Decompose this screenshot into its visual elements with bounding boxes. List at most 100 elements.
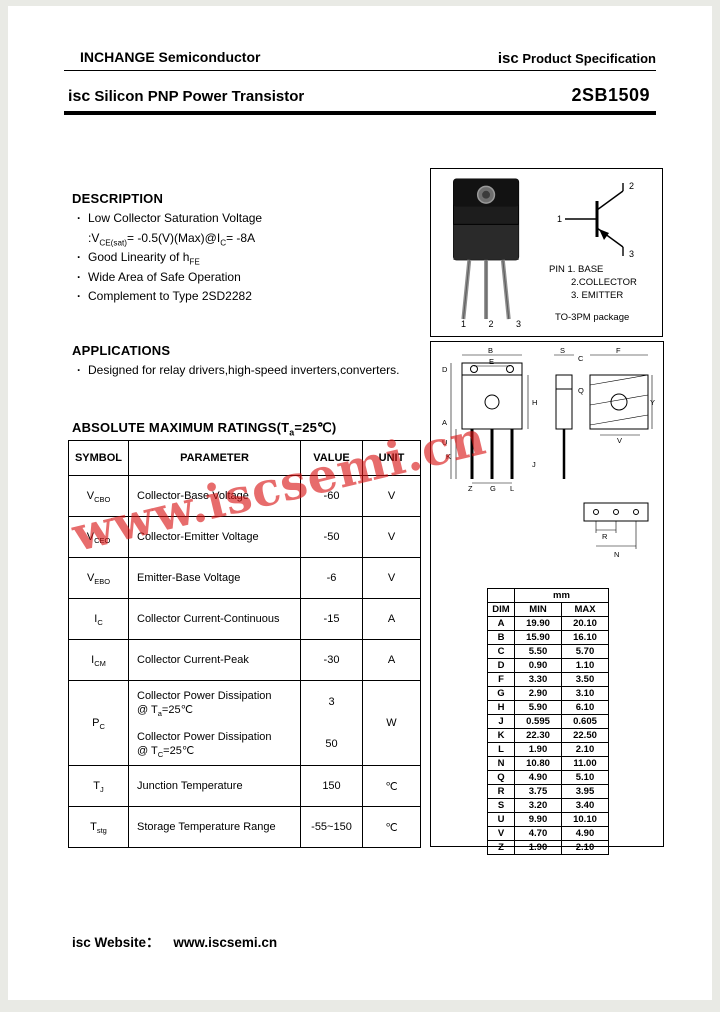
dim-value: 3.30 bbox=[514, 672, 562, 687]
dim-value: 0.90 bbox=[514, 658, 562, 673]
description-text: Good Linearity of hFE bbox=[88, 250, 200, 267]
company-name: INCHANGE Semiconductor bbox=[80, 49, 261, 65]
product-title-text: Silicon PNP Power Transistor bbox=[90, 88, 305, 105]
dim-letter: K bbox=[446, 452, 451, 461]
leg-numbers: 1 2 3 bbox=[445, 319, 537, 329]
spec-label: isc Product Specification bbox=[0, 50, 656, 67]
dim-value: 15.90 bbox=[514, 630, 562, 645]
dim-letter: S bbox=[560, 346, 565, 355]
dim-letter: E bbox=[489, 357, 494, 366]
dim-value: 10.80 bbox=[514, 756, 562, 771]
dim-letter: F bbox=[616, 346, 621, 355]
dim-label: Q bbox=[487, 770, 515, 785]
dim-unit-header: mm bbox=[514, 588, 609, 603]
parameter-cell: Collector Current-Continuous bbox=[128, 598, 301, 640]
unit-cell: ℃ bbox=[362, 806, 421, 848]
mechanical-panel: B E S C F D A U H K Q Y V Z G L J R N m bbox=[430, 341, 664, 855]
dim-value: 2.90 bbox=[514, 686, 562, 701]
condition-line: @ Ta=25℃ bbox=[137, 703, 193, 718]
dim-value: 5.70 bbox=[561, 644, 609, 659]
value-line: 3 bbox=[328, 696, 335, 708]
dim-value: 4.70 bbox=[514, 826, 562, 841]
transistor-legs bbox=[461, 259, 511, 320]
pin-legend-line: 3. EMITTER bbox=[571, 290, 624, 301]
dim-label: G bbox=[487, 686, 515, 701]
dim-col-header: MIN bbox=[514, 602, 562, 617]
dim-value: 0.605 bbox=[561, 714, 609, 729]
dim-label: Z bbox=[487, 840, 515, 855]
symbol-cell: IC bbox=[68, 598, 129, 640]
table-row: Tstg Storage Temperature Range -55~150 ℃ bbox=[68, 806, 421, 848]
dim-label: N bbox=[487, 756, 515, 771]
mechanical-drawing: B E S C F D A U H K Q Y V Z G L J R N bbox=[442, 346, 655, 559]
leg-number: 1 bbox=[461, 319, 467, 329]
symbol-cell: Tstg bbox=[68, 806, 129, 848]
footer: isc Website： www.iscsemi.cn bbox=[72, 931, 277, 951]
spec-label-text: Product Specification bbox=[518, 51, 656, 66]
parameter-cell: Collector Current-Peak bbox=[128, 639, 301, 681]
dim-blank-cell bbox=[487, 588, 515, 603]
dim-letter: V bbox=[617, 436, 622, 445]
parameter-line: Collector Power Dissipation bbox=[137, 689, 272, 702]
part-number: 2SB1509 bbox=[571, 85, 650, 105]
dimension-letters: B E S C F D A U H K Q Y V Z G L J R N bbox=[442, 346, 655, 559]
transistor-symbol-icon: 1 2 3 bbox=[557, 181, 634, 259]
dim-unit-row: mm bbox=[487, 588, 609, 603]
parameter-cell: Collector Power Dissipation @ Ta=25℃ Col… bbox=[128, 680, 301, 766]
parameter-cell: Storage Temperature Range bbox=[128, 806, 301, 848]
dim-value: 3.10 bbox=[561, 686, 609, 701]
leg-number: 3 bbox=[515, 319, 521, 329]
table-row-power: PC Collector Power Dissipation @ Ta=25℃ … bbox=[68, 680, 421, 766]
isc-brand: isc bbox=[497, 50, 519, 67]
dim-value: 2.10 bbox=[561, 840, 609, 855]
dim-letter: D bbox=[442, 365, 448, 374]
list-item: ·Good Linearity of hFE bbox=[76, 248, 421, 268]
pin-legend-line: PIN 1. BASE bbox=[549, 264, 604, 275]
table-row: TJ Junction Temperature 150 ℃ bbox=[68, 765, 421, 807]
col-parameter: PARAMETER bbox=[128, 440, 301, 476]
dim-letter: Z bbox=[468, 484, 473, 493]
description-text: Wide Area of Safe Operation bbox=[88, 269, 241, 284]
front-view bbox=[461, 362, 523, 479]
dim-value: 11.00 bbox=[561, 756, 609, 771]
dim-value: 16.10 bbox=[561, 630, 609, 645]
dim-col-header: DIM bbox=[487, 602, 515, 617]
dim-value: 4.90 bbox=[514, 770, 562, 785]
unit-cell: A bbox=[362, 598, 421, 640]
table-row: VCBO Collector-Base Voltage -60 V bbox=[68, 475, 421, 517]
dim-label: H bbox=[487, 700, 515, 715]
value-cell: -15 bbox=[300, 598, 363, 640]
dim-letter: G bbox=[490, 484, 496, 493]
dim-label: U bbox=[487, 812, 515, 827]
dim-value: 22.50 bbox=[561, 728, 609, 743]
col-value: VALUE bbox=[300, 440, 363, 476]
dim-value: 5.10 bbox=[561, 770, 609, 785]
pin-number: 2 bbox=[629, 181, 634, 191]
description-text: Low Collector Saturation Voltage bbox=[88, 211, 263, 225]
symbol-cell: PC bbox=[68, 680, 129, 766]
unit-cell: V bbox=[362, 475, 421, 517]
title-rule bbox=[64, 111, 656, 115]
list-item: ·Designed for relay drivers,high-speed i… bbox=[76, 361, 436, 381]
transistor-photo-drawing bbox=[453, 178, 520, 320]
dim-value: 1.90 bbox=[514, 742, 562, 757]
dim-value: 3.20 bbox=[514, 798, 562, 813]
dim-value: 3.50 bbox=[561, 672, 609, 687]
back-view bbox=[589, 374, 649, 430]
package-name: TO-3PM package bbox=[555, 312, 630, 323]
bottom-view bbox=[583, 502, 649, 549]
description-text: :VCE(sat)= -0.5(V)(Max)@IC= -8A bbox=[88, 230, 256, 247]
dim-label: B bbox=[487, 630, 515, 645]
table-row: IC Collector Current-Continuous -15 A bbox=[68, 598, 421, 640]
dim-value: 20.10 bbox=[561, 616, 609, 631]
bullet-icon: · bbox=[77, 289, 81, 303]
dim-letter: A bbox=[442, 418, 447, 427]
side-view bbox=[555, 374, 573, 479]
